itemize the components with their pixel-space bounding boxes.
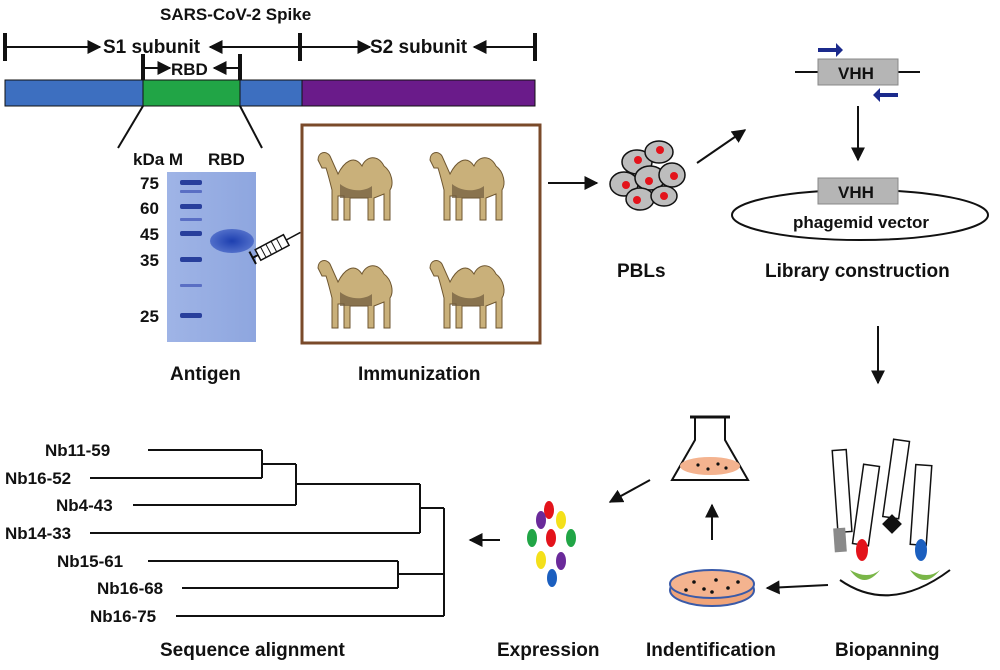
dendrogram: Nb11-59 Nb16-52 Nb4-43 Nb14-33 Nb15-61 N… bbox=[5, 441, 445, 626]
leaf-nb16-75: Nb16-75 bbox=[90, 607, 156, 626]
rbd-band bbox=[210, 229, 254, 253]
alignment-caption: Sequence alignment bbox=[160, 640, 345, 661]
leaf-nb15-61: Nb15-61 bbox=[57, 552, 123, 571]
rbd-label: RBD bbox=[171, 60, 208, 79]
leaf-nb11-59: Nb11-59 bbox=[45, 441, 110, 460]
s1-span: S1 subunit bbox=[3, 33, 302, 61]
vhh-top-label: VHH bbox=[838, 64, 874, 83]
leaf-nb16-68: Nb16-68 bbox=[97, 579, 163, 598]
expression-caption: Expression bbox=[497, 640, 599, 661]
biopanning-caption: Biopanning bbox=[835, 640, 939, 661]
gel-markers: 75 60 45 35 25 bbox=[140, 174, 159, 326]
syringe-icon bbox=[248, 231, 301, 265]
camel-icon bbox=[429, 152, 505, 221]
s1-domain-left bbox=[4, 79, 144, 107]
arrow-to-expression bbox=[608, 479, 651, 503]
leaf-nb14-33: Nb14-33 bbox=[5, 524, 71, 543]
marker-ladder bbox=[180, 180, 202, 318]
pbls-caption: PBLs bbox=[617, 261, 666, 282]
leaf-nb16-52: Nb16-52 bbox=[5, 469, 71, 488]
petri-dish-icon bbox=[669, 569, 755, 607]
s1-domain-right bbox=[239, 79, 303, 107]
flask-icon bbox=[670, 415, 750, 481]
reverse-primer-icon bbox=[873, 88, 898, 102]
gel-kda-label: kDa M bbox=[133, 150, 183, 169]
marker-60: 60 bbox=[140, 199, 159, 218]
leaf-nb4-43: Nb4-43 bbox=[56, 496, 113, 515]
forward-primer-icon bbox=[818, 43, 843, 57]
s2-span: S2 subunit bbox=[300, 33, 537, 61]
vector-label: phagemid vector bbox=[793, 213, 929, 232]
immunization-caption: Immunization bbox=[358, 364, 480, 385]
camel-icon bbox=[317, 152, 393, 221]
arrow-to-library bbox=[696, 129, 747, 164]
identification-caption: Indentification bbox=[646, 640, 776, 661]
zoom-line-right bbox=[239, 105, 263, 149]
biopanning-icon bbox=[831, 438, 951, 597]
marker-35: 35 bbox=[140, 251, 159, 270]
zoom-line-left bbox=[117, 105, 144, 149]
s2-domain bbox=[301, 79, 536, 107]
marker-25: 25 bbox=[140, 307, 159, 326]
gel-image bbox=[167, 172, 256, 342]
vhh-pcr-schematic: VHH bbox=[795, 43, 920, 102]
library-caption: Library construction bbox=[765, 261, 950, 282]
s2-label: S2 subunit bbox=[370, 37, 468, 58]
pbl-cells-icon bbox=[609, 140, 686, 211]
vhh-vector-label: VHH bbox=[838, 183, 874, 202]
rbd-domain bbox=[142, 79, 241, 107]
camel-icon bbox=[429, 260, 505, 329]
rbd-span: RBD bbox=[141, 54, 242, 82]
marker-75: 75 bbox=[140, 174, 159, 193]
antigen-caption: Antigen bbox=[170, 364, 241, 385]
expressed-nanobodies-icon bbox=[527, 501, 576, 587]
camel-icon bbox=[317, 260, 393, 329]
marker-45: 45 bbox=[140, 225, 159, 244]
camel-group bbox=[317, 152, 505, 329]
spike-title: SARS-CoV-2 Spike bbox=[160, 5, 311, 24]
phagemid-vector: VHH phagemid vector bbox=[731, 177, 989, 241]
s1-label: S1 subunit bbox=[103, 37, 201, 58]
gel-rbd-label: RBD bbox=[208, 150, 245, 169]
arrow-to-identification bbox=[765, 580, 829, 595]
